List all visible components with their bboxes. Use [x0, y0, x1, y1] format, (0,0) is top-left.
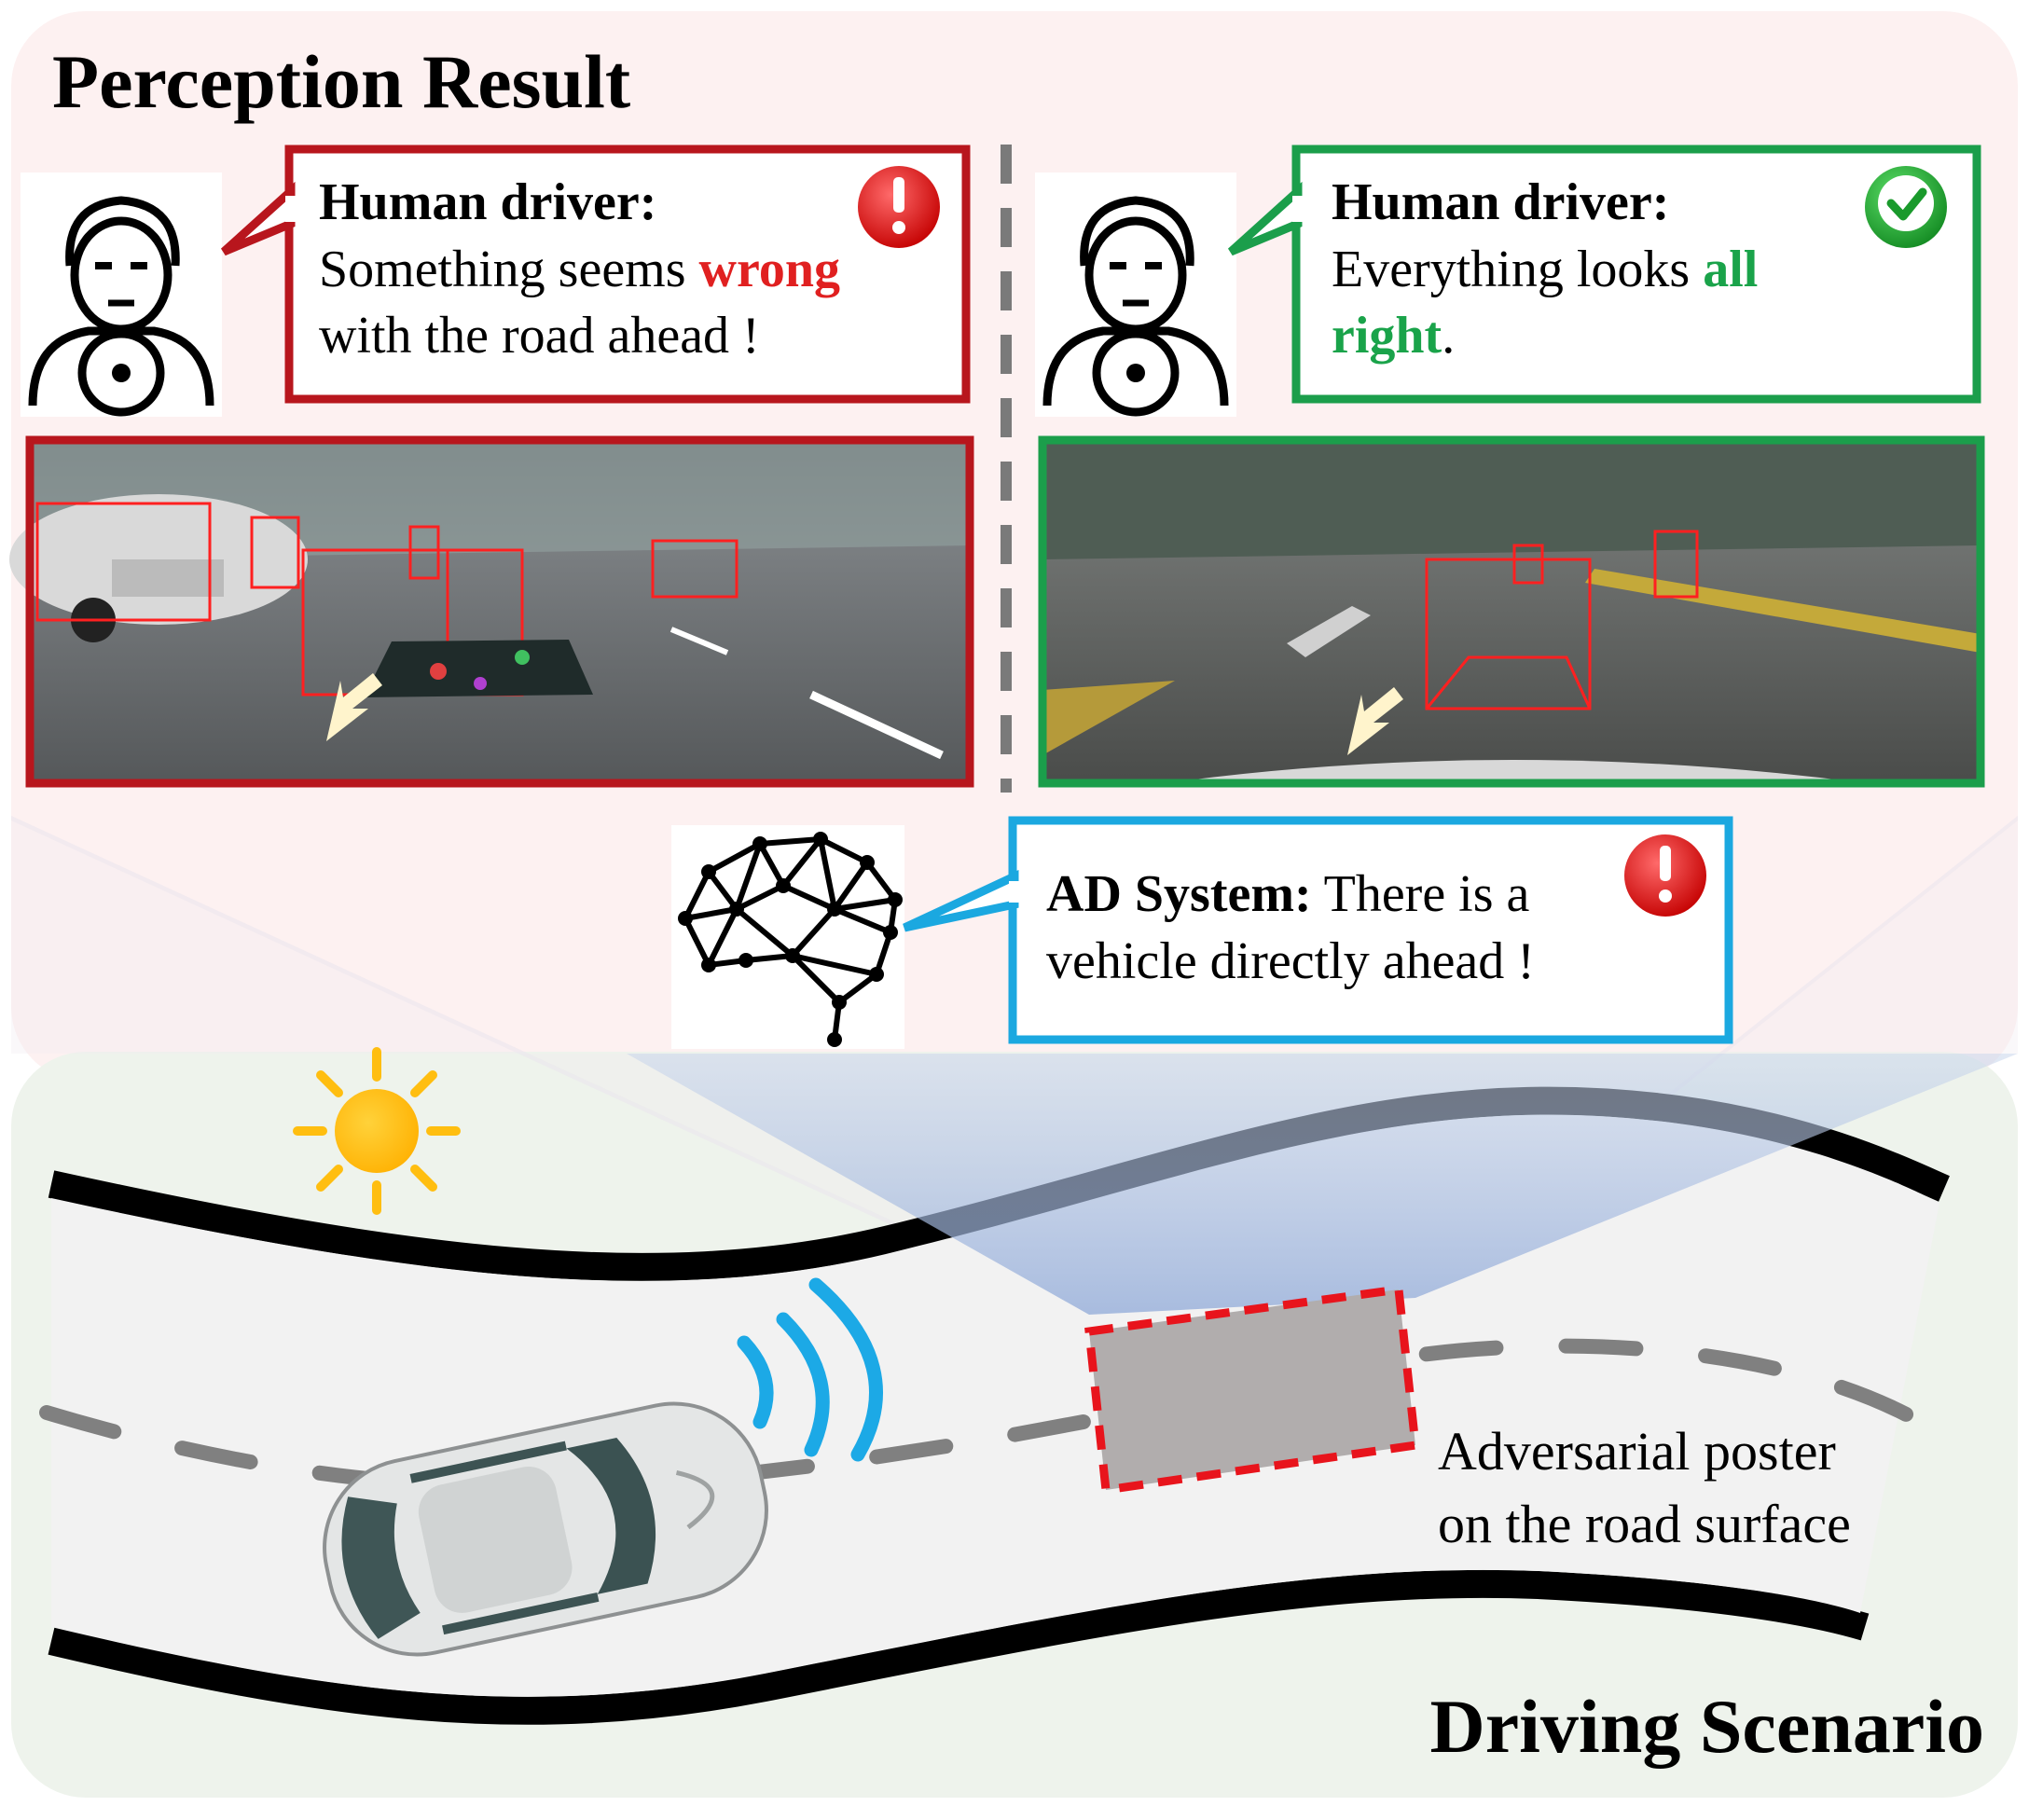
ad-bubble-line1: AD System: There is a: [1046, 862, 1718, 929]
left-bubble-highlight: wrong: [698, 240, 840, 298]
right-bubble-highlight-1: all: [1703, 240, 1759, 298]
ad-bubble-text-1: There is a: [1311, 865, 1530, 923]
perception-title: Perception Result: [52, 39, 631, 124]
pointer-arrow-right: [1347, 687, 1403, 755]
ad-bubble-text-2: vehicle directly ahead !: [1046, 931, 1535, 990]
right-bubble-line1: Everything looks all: [1332, 237, 1928, 304]
adversarial-patch: [364, 640, 593, 697]
left-speech-bubble: [220, 145, 971, 404]
ad-system-brain-icon: [671, 825, 904, 1049]
scenario-title: Driving Scenario: [1429, 1684, 1984, 1769]
right-bubble-text-after: .: [1442, 307, 1456, 365]
sun-icon: [293, 1047, 461, 1215]
exclamation-icon-ad: [1622, 834, 1708, 920]
camera-image-clean: [1042, 440, 1981, 783]
poster-caption-line1: Adversarial poster: [1438, 1421, 1836, 1482]
left-bubble-text: Human driver: Something seems wrong with…: [319, 170, 934, 370]
right-bubble-highlight-2: right: [1332, 307, 1442, 365]
poster-caption: Adversarial poster on the road surface: [1438, 1415, 1960, 1562]
camera-view-beam: [627, 1054, 2018, 1315]
human-driver-icon-right: [1035, 172, 1236, 417]
right-bubble-line2: right.: [1332, 303, 1928, 370]
camera-image-clean-frame: [1038, 435, 1985, 788]
ad-bubble-text: AD System: There is a vehicle directly a…: [1046, 862, 1718, 995]
left-bubble-speaker: Human driver:: [319, 173, 657, 231]
road-edge-bottom: [48, 1569, 1870, 1725]
right-bubble-speaker: Human driver:: [1332, 173, 1670, 231]
adversarial-poster: [1084, 1284, 1420, 1496]
poster-caption-line2: on the road surface: [1438, 1494, 1851, 1555]
right-bubble-text-before: Everything looks: [1332, 240, 1704, 298]
check-icon-right: [1863, 166, 1949, 252]
camera-image-attacked: [9, 440, 970, 783]
right-bubble-text: Human driver: Everything looks all right…: [1332, 170, 1928, 370]
human-driver-icon-left: [21, 172, 222, 417]
ad-bubble-speaker: AD System:: [1046, 865, 1312, 923]
left-bubble-line1: Something seems wrong: [319, 237, 934, 304]
exclamation-icon-left: [856, 166, 942, 252]
left-bubble-text-before: Something seems: [319, 240, 699, 298]
ego-car-icon: [323, 1401, 768, 1657]
left-bubble-text-after: with the road ahead !: [319, 307, 760, 365]
signal-waves-icon: [737, 1277, 883, 1462]
camera-image-attacked-frame: [25, 435, 974, 788]
pointer-arrow-left: [326, 673, 382, 741]
ad-system-speech-bubble: [903, 816, 1733, 1044]
